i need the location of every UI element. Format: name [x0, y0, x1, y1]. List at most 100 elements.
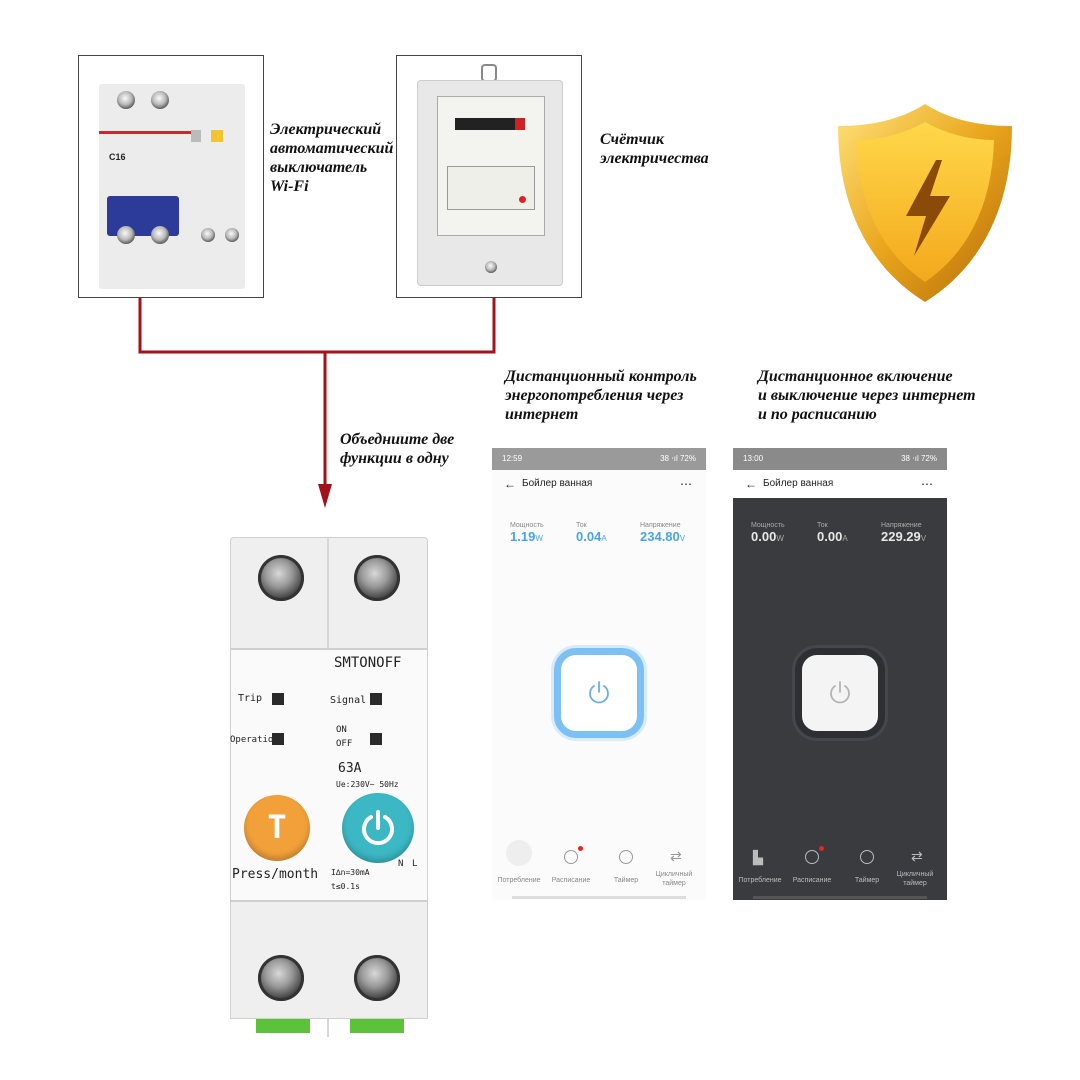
metric-current: Ток 0.00A: [817, 522, 848, 544]
status-bar: 13:00 38 ‧ıl 72%: [733, 448, 947, 470]
caption-combine: Объедниите две функции в одну: [340, 431, 455, 467]
status-indicators: 38 ‧ıl 72%: [660, 454, 696, 463]
operation-label: Operation: [230, 735, 279, 745]
caption-breaker: Электрический автоматический выключатель…: [270, 121, 394, 195]
metric-label: Напряжение: [881, 522, 922, 529]
bar-chart-icon: ▙: [753, 850, 763, 865]
caption-remote-switch: Дистанционное включение и выключение чер…: [758, 368, 976, 423]
meter-counter-red: [515, 118, 525, 130]
metric-number: 229.29: [881, 529, 921, 544]
metric-label: Ток: [817, 522, 828, 529]
metric-value: 1.19W: [510, 529, 544, 544]
tab-label: Цикличный таймер: [896, 871, 934, 887]
brand-label: SMTONOFF: [334, 655, 402, 671]
signal-led: [370, 693, 382, 705]
app-bar: ← Бойлер ванная ⋯: [733, 470, 947, 498]
bottom-tabs: Потребление Расписание Таймер ⇄ Цикличны…: [492, 840, 706, 900]
timer-icon: [860, 850, 874, 864]
terminal-l: L: [412, 859, 418, 869]
terminal-screw-top-left: [258, 555, 304, 601]
repeat-icon: ⇄: [670, 848, 682, 864]
breaker-screw: [225, 228, 239, 242]
status-bar: 12:59 38 ‧ıl 72%: [492, 448, 706, 470]
nav-indicator: [753, 896, 927, 899]
leak-spec-2: t≤0.1s: [331, 882, 360, 891]
device-title: Бойлер ванная: [522, 478, 593, 489]
metric-voltage: Напряжение 234.80V: [640, 522, 685, 544]
metric-unit: A: [842, 534, 848, 543]
test-button[interactable]: T: [244, 795, 310, 861]
tab-label: Потребление: [738, 877, 782, 884]
terminal-screw-bottom-right: [354, 955, 400, 1001]
schedule-badge: [578, 846, 583, 851]
metric-value: 234.80V: [640, 529, 685, 544]
phone-screen-dark: 13:00 38 ‧ıl 72% ← Бойлер ванная ⋯ Мощно…: [733, 448, 947, 900]
din-clip-right: [350, 1019, 404, 1033]
power-toggle-button[interactable]: [795, 648, 885, 738]
breaker-body: [99, 84, 245, 289]
metric-power: Мощность 0.00W: [751, 522, 785, 544]
metric-unit: W: [535, 534, 543, 543]
shield-lightning-icon: [838, 104, 1012, 302]
trip-led: [272, 693, 284, 705]
caption-remote-monitor: Дистанционный контроль энергопотребления…: [505, 368, 697, 423]
breaker-screw: [151, 226, 169, 244]
terminal-n: N: [398, 859, 404, 869]
operation-led: [272, 733, 284, 745]
power-icon: [362, 810, 394, 846]
terminal-screw-bottom-left: [258, 955, 304, 1001]
metric-value: 0.00A: [817, 529, 848, 544]
device-title: Бойлер ванная: [763, 478, 834, 489]
metric-label: Напряжение: [640, 522, 681, 529]
power-toggle-button[interactable]: [554, 648, 644, 738]
metric-value: 229.29V: [881, 529, 926, 544]
din-clip-left: [256, 1019, 310, 1033]
terminal-screw-top-right: [354, 555, 400, 601]
meter-counter: [455, 118, 515, 130]
status-time: 13:00: [743, 454, 764, 463]
metric-number: 1.19: [510, 529, 536, 544]
tab-label: Расписание: [551, 877, 591, 884]
meter-label-plate: [447, 166, 535, 210]
alarm-clock-icon: [805, 850, 819, 864]
onoff-led: [370, 733, 382, 745]
voltage-spec: Ue:230V~ 50Hz: [336, 780, 399, 789]
back-arrow-icon[interactable]: ←: [504, 477, 516, 491]
meter-screw: [485, 261, 497, 273]
metric-number: 0.00: [751, 529, 777, 544]
phone-screen-light: 12:59 38 ‧ıl 72% ← Бойлер ванная ⋯ Мощно…: [492, 448, 706, 900]
power-button[interactable]: [342, 793, 414, 863]
metric-unit: W: [776, 534, 784, 543]
breaker-rating-label: C16: [109, 152, 126, 162]
bottom-tabs: ▙ Потребление Расписание Таймер ⇄ Циклич…: [733, 840, 947, 900]
repeat-icon: ⇄: [911, 848, 923, 864]
app-bar: ← Бойлер ванная ⋯: [492, 470, 706, 498]
signal-label: Signal: [330, 695, 367, 706]
breaker-photo: C16: [78, 55, 264, 298]
power-icon: [589, 681, 609, 704]
caption-meter: Счётчик электричества: [600, 131, 709, 167]
metric-current: Ток 0.04A: [576, 522, 607, 544]
metric-value: 0.00W: [751, 529, 785, 544]
breaker-indicator-y: [211, 130, 223, 142]
more-options-icon[interactable]: ⋯: [680, 477, 692, 491]
device-top-cap: [230, 537, 428, 649]
meter-led: [519, 196, 526, 203]
back-arrow-icon[interactable]: ←: [745, 477, 757, 491]
breaker-screw: [201, 228, 215, 242]
off-label: OFF: [336, 739, 353, 749]
on-label: ON: [336, 725, 347, 735]
more-options-icon[interactable]: ⋯: [921, 477, 933, 491]
breaker-screw: [117, 91, 135, 109]
current-rating: 63A: [338, 761, 362, 776]
metric-power: Мощность 1.19W: [510, 522, 544, 544]
consumption-icon: [506, 840, 532, 866]
trip-label: Trip: [238, 693, 263, 704]
metric-label: Мощность: [751, 522, 785, 529]
metric-number: 234.80: [640, 529, 680, 544]
metric-label: Ток: [576, 522, 587, 529]
metric-voltage: Напряжение 229.29V: [881, 522, 926, 544]
metric-label: Мощность: [510, 522, 544, 529]
timer-icon: [619, 850, 633, 864]
